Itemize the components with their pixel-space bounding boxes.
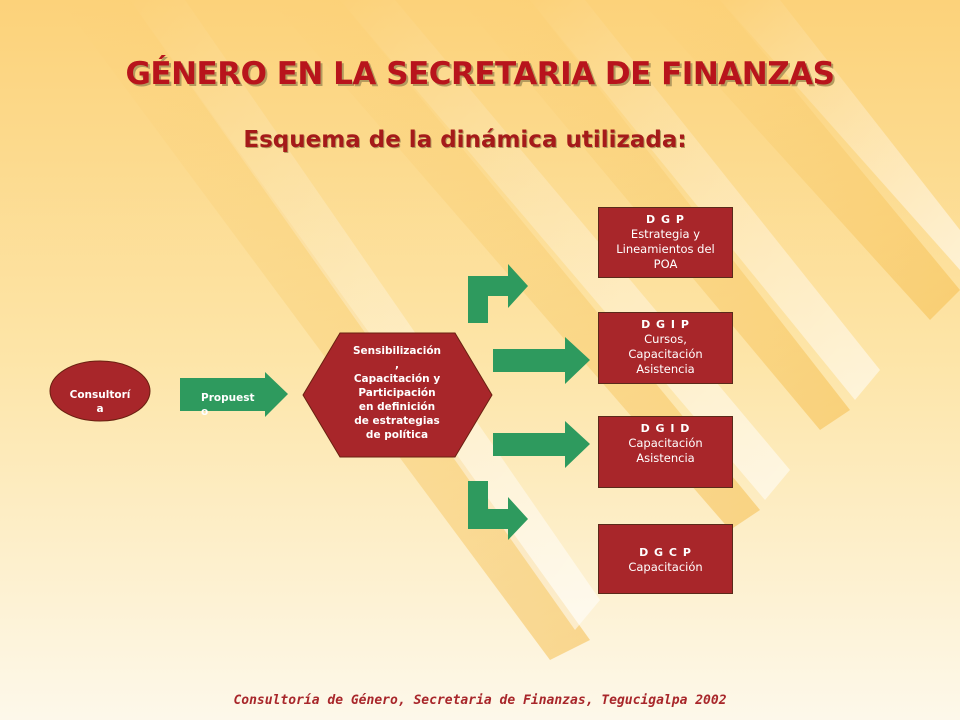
box-code: D G C P (639, 546, 692, 559)
elbow-arrow-up (468, 264, 528, 323)
box-description: Capacitación (628, 560, 703, 574)
diagonal-band (60, 0, 590, 660)
page-title: GÉNERO EN LA SECRETARIA DE FINANZAS (125, 56, 835, 92)
diagonal-band (270, 0, 760, 530)
box-code: D G I D (640, 422, 691, 435)
diagonal-band (530, 0, 880, 400)
diagonal-band (130, 0, 600, 630)
box-description: Capacitación Asistencia (628, 436, 703, 465)
sensibilizacion-label: Sensibilización , Capacitación y Partici… (352, 345, 442, 441)
box-code: D G I P (641, 318, 690, 331)
box-dgid: D G I D Capacitación Asistencia (598, 416, 733, 488)
box-description: Estrategia y Lineamientos del POA (616, 227, 715, 271)
consultoria-label: Consultorí a (69, 389, 131, 415)
propuesta-arrow (180, 372, 288, 417)
page-subtitle: Esquema de la dinámica utilizada: (243, 127, 687, 153)
straight-arrow (493, 337, 590, 384)
footer-credit: Consultoría de Género, Secretaria de Fin… (233, 693, 727, 708)
box-description: Cursos, Capacitación Asistencia (628, 332, 703, 376)
box-dgcp: D G C P Capacitación (598, 524, 733, 594)
consultoria-ellipse (49, 360, 151, 422)
straight-arrow (493, 421, 590, 468)
diagonal-band (640, 0, 960, 320)
propuesta-label: Propuest o (201, 392, 255, 418)
diagonal-band (720, 0, 960, 270)
sensibilizacion-hexagon (302, 332, 493, 458)
box-code: D G P (646, 213, 685, 226)
elbow-arrow-down (468, 481, 528, 540)
box-dgp: D G P Estrategia y Lineamientos del POA (598, 207, 733, 278)
box-dgip: D G I P Cursos, Capacitación Asistencia (598, 312, 733, 384)
